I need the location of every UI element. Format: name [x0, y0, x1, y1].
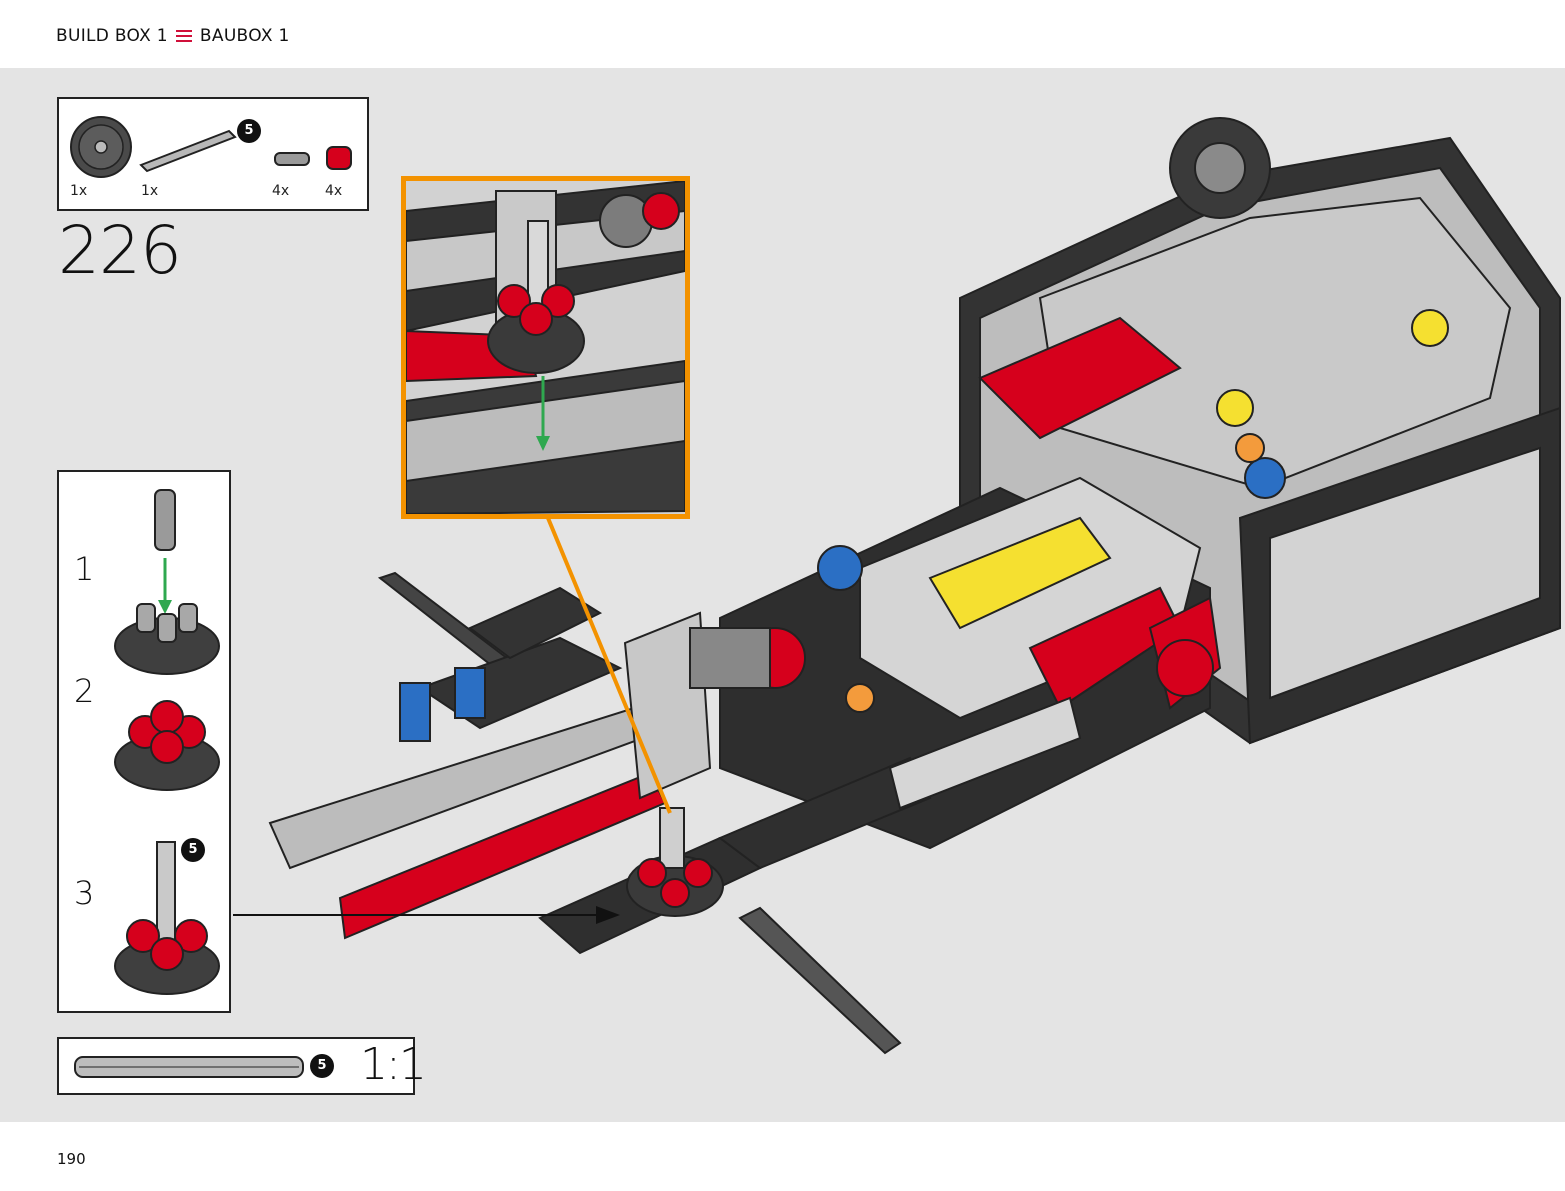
page-footer	[0, 1122, 1565, 1191]
bush-icon	[326, 146, 352, 170]
parts-list: 5 1x 1x 4x 4x	[57, 97, 369, 211]
scale-check-box: 5 1:1	[57, 1037, 427, 1095]
step-number: 226	[58, 212, 182, 289]
axle-icon	[139, 129, 237, 173]
build-box-en: BUILD BOX 1	[56, 26, 168, 46]
bush-qty: 4x	[325, 183, 343, 199]
callout-pointer	[546, 517, 672, 814]
menu-lines-icon	[175, 30, 192, 42]
axle-scale-icon	[74, 1056, 304, 1078]
axle-length-badge: 5	[237, 119, 261, 143]
model-illustration	[233, 117, 1561, 1055]
build-box-label: BUILD BOX 1 BAUBOX 1	[56, 26, 290, 46]
hub	[1169, 117, 1271, 219]
zoom-illustration	[406, 181, 685, 514]
axle-qty: 1x	[141, 183, 159, 199]
build-box-de: BAUBOX 1	[199, 26, 290, 46]
zoom-callout	[401, 176, 690, 519]
substep-number-1: 1	[74, 550, 95, 588]
substep-3-axle-badge: 5	[181, 838, 205, 862]
pin-icon	[274, 152, 310, 166]
gear-icon	[70, 116, 132, 178]
scale-label: 1:1	[360, 1039, 427, 1090]
substep-3-illustration	[114, 841, 220, 995]
front-beams	[268, 586, 1082, 955]
substep-number-3: 3	[74, 874, 95, 912]
gear-qty: 1x	[70, 183, 88, 199]
placed-gear	[626, 807, 724, 917]
substeps-panel: 1 2 3 5	[57, 470, 231, 1013]
substep-number-2: 2	[74, 672, 95, 710]
pin-qty: 4x	[272, 183, 290, 199]
placement-arrow-head	[596, 906, 620, 924]
instruction-canvas: 5 1x 1x 4x 4x 226 1 2 3 5	[0, 68, 1565, 1122]
substep-1-illustration	[114, 489, 220, 675]
page-number: 190	[57, 1150, 86, 1168]
substep-2-illustration	[114, 700, 220, 791]
page-header: BUILD BOX 1 BAUBOX 1	[0, 0, 1565, 68]
scale-axle-badge: 5	[310, 1054, 334, 1078]
main-axle	[738, 906, 902, 1055]
